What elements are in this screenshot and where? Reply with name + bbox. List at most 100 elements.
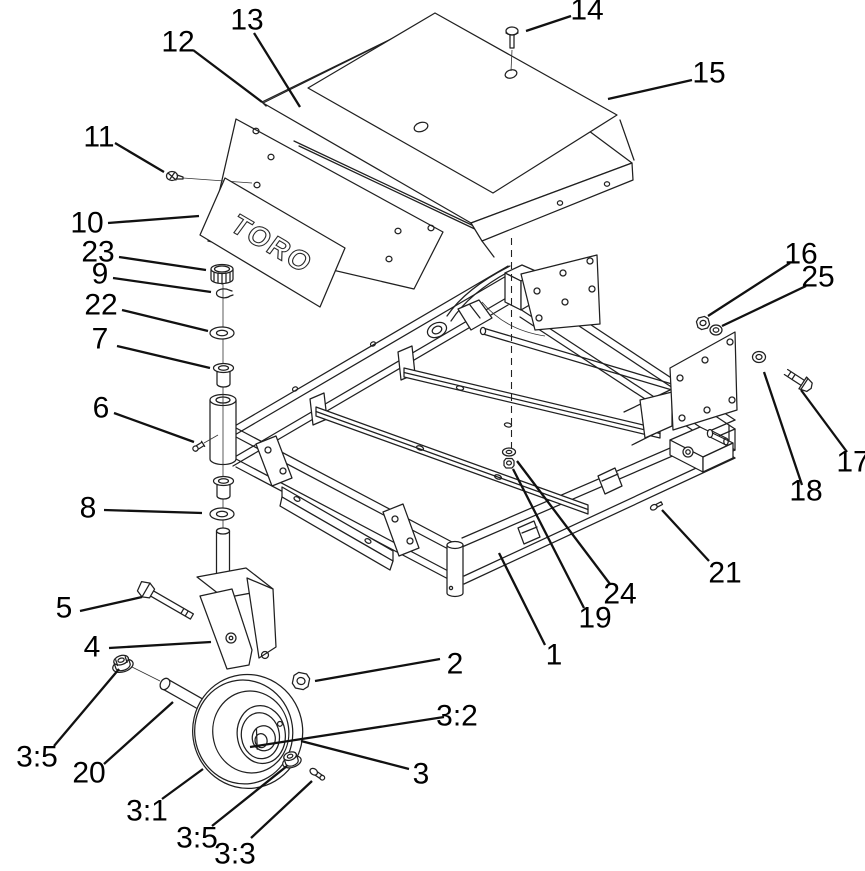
- snap-ring: [215, 288, 234, 299]
- part-label-10: 10: [70, 207, 103, 240]
- part-label-14: 14: [570, 0, 603, 27]
- part-label-3-2: 3:2: [436, 700, 478, 733]
- cover-screw: [505, 26, 519, 72]
- leader-line-3-5a: [53, 668, 120, 747]
- part-label-24: 24: [603, 578, 636, 611]
- grease-fitting-column: [192, 434, 219, 452]
- nut-16: [695, 315, 711, 331]
- leader-line-3: [300, 739, 410, 771]
- leader-line-13: [253, 32, 301, 108]
- fork-bolt: [136, 581, 195, 620]
- bushing-lower: [212, 475, 235, 500]
- leader-line-25: [721, 284, 807, 328]
- leader-line-2: [314, 657, 441, 683]
- leader-line-5: [79, 595, 143, 613]
- washer-8: [209, 507, 235, 521]
- leader-line-23: [118, 255, 207, 272]
- washer-22: [209, 326, 235, 340]
- leader-line-19: [511, 468, 586, 609]
- part-label-15: 15: [692, 57, 725, 90]
- leader-line-3-2: [249, 715, 445, 749]
- leader-line-10: [107, 214, 200, 225]
- part-label-6: 6: [93, 392, 110, 425]
- leader-line-24: [516, 460, 611, 585]
- cross-channel-b: [309, 392, 589, 515]
- leader-line-22: [121, 308, 209, 333]
- axle-nut-left: [112, 654, 161, 682]
- leader-line-8: [103, 508, 203, 515]
- leader-line-7: [116, 344, 211, 370]
- washer-18: [751, 350, 767, 364]
- adjustment-rod: [479, 326, 673, 391]
- axle-nut-right: [282, 751, 302, 769]
- leader-line-17: [800, 389, 848, 453]
- caster-column: [192, 263, 235, 578]
- part-label-5: 5: [56, 592, 73, 625]
- cap: [210, 263, 234, 285]
- part-label-18: 18: [789, 475, 822, 508]
- part-label-4: 4: [84, 631, 101, 664]
- part-label-9: 9: [92, 258, 109, 291]
- nut-19: [503, 457, 515, 469]
- hanger-strap-2: [382, 503, 420, 557]
- frame: [209, 254, 738, 598]
- leader-line-9: [112, 276, 212, 294]
- caster-sleeve-front: [446, 540, 464, 598]
- leader-line-1: [497, 552, 547, 646]
- grease-fitting-hub: [309, 767, 326, 781]
- part-label-1: 1: [546, 639, 563, 672]
- caster-wheel: [192, 673, 304, 790]
- support-channel: [279, 486, 394, 571]
- leader-line-15: [607, 78, 693, 101]
- part-label-23: 23: [81, 236, 114, 269]
- part-label-3-5a: 3:5: [16, 741, 58, 774]
- part-label-3-3: 3:3: [214, 838, 256, 871]
- leader-line-16: [707, 262, 791, 317]
- part-label-8: 8: [80, 492, 97, 525]
- leader-line-3-1: [161, 768, 204, 800]
- hitch-bracket: [669, 426, 734, 473]
- washer-24: [501, 447, 517, 457]
- part-label-19: 19: [578, 602, 611, 635]
- part-label-17: 17: [836, 446, 865, 479]
- panel-screw: [165, 170, 253, 184]
- fork-nut: [291, 671, 311, 691]
- leader-line-18: [762, 371, 804, 486]
- part-label-11: 11: [83, 121, 114, 154]
- part-label-3-5b: 3:5: [176, 822, 218, 855]
- cross-channel-a: [397, 345, 661, 439]
- leader-line-14: [525, 14, 572, 33]
- part-label-25: 25: [801, 261, 834, 294]
- leader-line-12: [192, 49, 263, 103]
- part-label-13: 13: [230, 4, 263, 37]
- part-label-16: 16: [784, 238, 817, 271]
- part-label-21: 21: [708, 557, 741, 590]
- cover-panel: [307, 12, 618, 194]
- latch-lever: [426, 265, 546, 339]
- part-label-2: 2: [447, 648, 464, 681]
- leader-line-3-5b: [211, 765, 288, 827]
- washer-25: [709, 324, 723, 336]
- hanger-strap-1: [255, 435, 293, 487]
- front-rail-clip-1: [597, 467, 623, 495]
- leader-line-6: [113, 411, 195, 444]
- caster-stem: [215, 527, 231, 578]
- part-label-20: 20: [72, 757, 105, 790]
- part-label-3: 3: [413, 758, 430, 791]
- leader-line-11: [114, 142, 165, 173]
- front-mount-plate: [520, 254, 601, 331]
- part-label-3-1: 3:1: [126, 795, 168, 828]
- part-label-22: 22: [84, 289, 117, 322]
- leader-line-21: [661, 509, 710, 562]
- leader-line-4: [108, 640, 212, 650]
- leader-line-20: [103, 701, 174, 765]
- right-mount-plate: [623, 331, 738, 446]
- front-rail-clip-2: [517, 520, 541, 545]
- caster-fork: [196, 567, 277, 670]
- leader-line-3-3: [250, 780, 313, 839]
- part-label-12: 12: [161, 26, 194, 59]
- part-label-7: 7: [92, 323, 109, 356]
- screw-21: [649, 501, 664, 511]
